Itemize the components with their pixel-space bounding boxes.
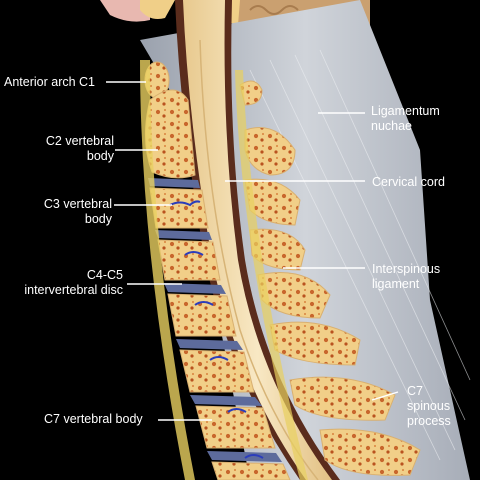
label-text: C3 vertebral [43,197,112,211]
label-c2-vertebral-body: C2 vertebral body [46,134,114,164]
label-text: intervertebral disc [24,283,123,297]
label-text: body [84,212,112,226]
spinous-processes [239,80,421,476]
label-text: C2 vertebral [45,134,114,148]
label-text: Cervical cord [372,175,445,189]
label-c3-vertebral-body: C3 vertebral body [44,197,112,227]
label-text: C7 [407,384,423,398]
vertebral-bodies [144,61,291,480]
label-c7-vertebral-body: C7 vertebral body [44,412,143,427]
label-text: spinous [407,399,451,413]
label-text: process [407,414,451,428]
label-text: C4-C5 [86,268,123,282]
label-cervical-cord: Cervical cord [372,175,445,190]
label-c4-c5-intervertebral-disc: C4-C5 intervertebral disc [24,268,123,298]
label-text: ligament [372,277,420,291]
leader-lines [106,81,399,421]
label-c7-spinous-process: C7 spinous process [407,384,451,429]
label-text: Ligamentum [371,104,440,118]
cervical-cord [183,0,332,480]
label-interspinous-ligament: Interspinous ligament [372,262,440,292]
label-text: Anterior arch C1 [4,75,96,89]
label-anterior-arch-c1: Anterior arch C1 [4,75,95,90]
label-ligamentum-nuchae: Ligamentum nuchae [371,104,440,134]
label-text: body [86,149,114,163]
label-text: nuchae [371,119,413,133]
label-text: C7 vertebral body [44,412,143,426]
label-text: Interspinous [372,262,441,276]
